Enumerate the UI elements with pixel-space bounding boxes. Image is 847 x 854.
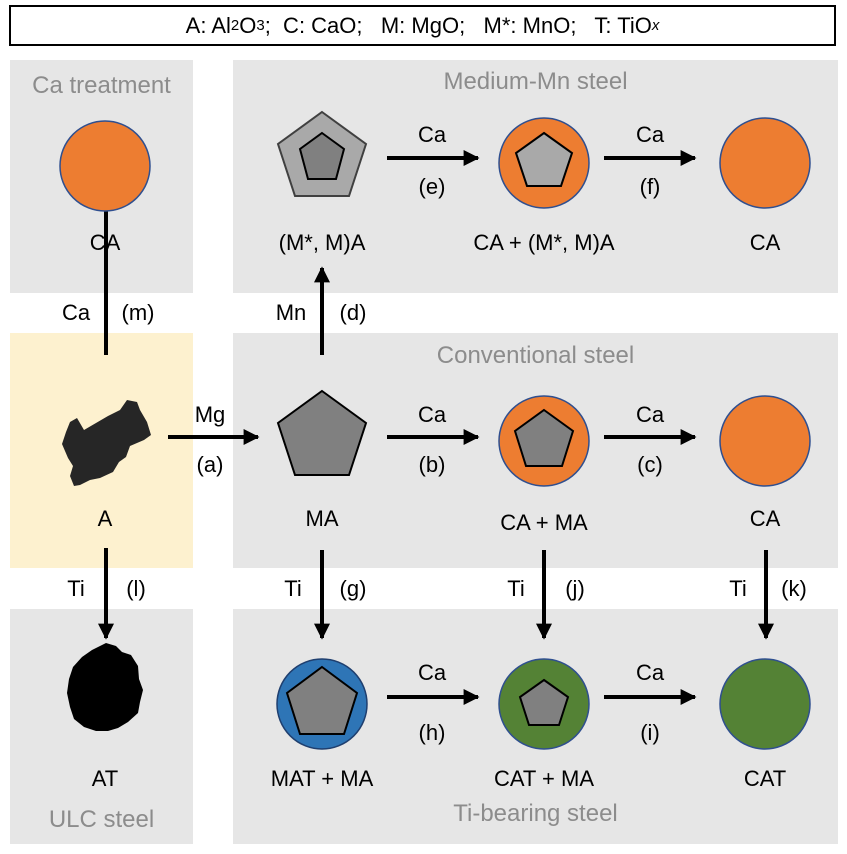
step-d-element: Mn: [275, 300, 307, 325]
ca-conv-circle: [719, 395, 811, 487]
step-l-label: (l): [126, 576, 146, 601]
label-mma: (M*, M)A: [278, 230, 366, 255]
mma-pentagon-inner: [298, 131, 346, 180]
label-ca-top: CA: [89, 230, 121, 255]
title-ulc: ULC steel: [48, 806, 155, 833]
title-ti-bearing: Ti-bearing steel: [453, 800, 618, 827]
legend-sub-3-italic: x: [651, 16, 660, 34]
label-ca-mma: CA + (M*, M)A: [473, 230, 615, 255]
step-f-label: (f): [639, 174, 661, 199]
mat-ma-pentagon: [285, 665, 359, 735]
step-m-label: (m): [121, 300, 155, 325]
step-d-label: (d): [339, 300, 367, 325]
step-g-element: Ti: [284, 576, 302, 601]
step-f-element: Ca: [635, 122, 665, 147]
ca-circle-top: [59, 120, 151, 212]
step-a-element: Mg: [194, 402, 226, 427]
label-ca-mn: CA: [749, 230, 781, 255]
legend-text-2: O: [239, 12, 257, 38]
step-c-element: Ca: [635, 402, 665, 427]
label-mat-ma: MAT + MA: [270, 766, 374, 791]
step-e-label: (e): [418, 174, 446, 199]
cat-circle: [719, 658, 811, 750]
legend-text-1: A: Al: [185, 12, 231, 38]
step-k-element: Ti: [729, 576, 747, 601]
step-a-label: (a): [196, 452, 224, 477]
label-cat: CAT: [743, 766, 787, 791]
step-k-label: (k): [781, 576, 807, 601]
ca-ma-pentagon: [513, 408, 575, 467]
label-a: A: [97, 506, 113, 531]
step-j-element: Ti: [507, 576, 525, 601]
step-b-element: Ca: [417, 402, 447, 427]
cat-ma-pentagon: [518, 678, 570, 726]
step-g-label: (g): [339, 576, 367, 601]
title-ca-treatment: Ca treatment: [32, 72, 171, 99]
step-j-label: (j): [565, 576, 585, 601]
step-e-element: Ca: [417, 122, 447, 147]
legend-text-3: ; C: CaO; M: MgO; M*: MnO; T: TiO: [264, 12, 652, 38]
step-l-element: Ti: [67, 576, 85, 601]
label-ca-conv: CA: [749, 506, 781, 531]
step-i-element: Ca: [635, 660, 665, 685]
ca-mn-circle: [719, 117, 811, 209]
step-b-label: (b): [418, 452, 446, 477]
ma-pentagon: [276, 389, 368, 476]
step-h-label: (h): [418, 720, 446, 745]
step-h-element: Ca: [417, 660, 447, 685]
label-ma: MA: [305, 506, 339, 531]
step-m-element: Ca: [61, 300, 91, 325]
label-cat-ma: CAT + MA: [493, 766, 595, 791]
step-i-label: (i): [640, 720, 660, 745]
step-c-label: (c): [637, 452, 663, 477]
title-medium-mn: Medium-Mn steel: [443, 68, 628, 95]
at-blob-shape: [67, 643, 143, 731]
label-ca-ma: CA + MA: [500, 510, 588, 535]
title-conventional: Conventional steel: [436, 342, 635, 369]
alumina-inclusion-shape: [62, 400, 151, 486]
ca-mma-pentagon: [514, 131, 574, 187]
label-at: AT: [91, 766, 119, 791]
